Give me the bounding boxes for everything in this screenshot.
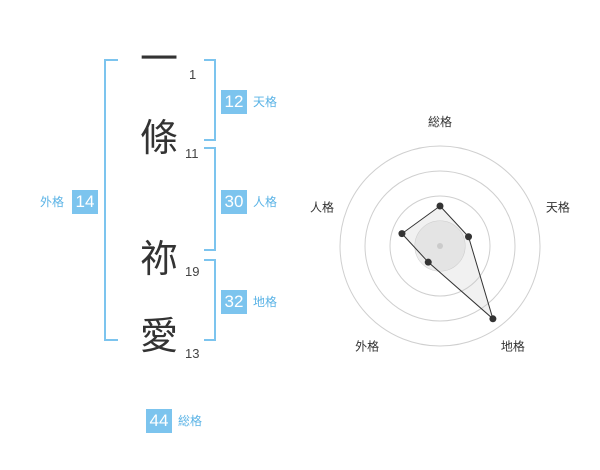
stroke-count-3: 19 <box>185 264 200 279</box>
stroke-count-2: 11 <box>185 146 199 161</box>
radar-ring-4 <box>339 145 541 347</box>
radar-center-dot <box>437 243 443 249</box>
gaikaku-value: 14 <box>72 190 98 214</box>
tenkaku-bracket <box>204 59 216 141</box>
chikaku-label: 地格 <box>253 295 278 309</box>
radar-series-polygon <box>401 205 494 321</box>
radar-axis-label-4: 外格 <box>355 338 379 353</box>
jinkaku-label: 人格 <box>253 195 278 209</box>
gaikaku-label: 外格 <box>40 195 65 209</box>
name-char-2: 條 <box>140 116 179 160</box>
soukaku-label: 総格 <box>178 414 203 428</box>
radar-axis-label-2: 天格 <box>546 200 570 215</box>
radar-point-3 <box>489 315 497 323</box>
name-char-1: 一 <box>140 37 179 81</box>
radar-axis-label-5: 人格 <box>310 200 334 215</box>
chikaku-bracket <box>204 259 216 341</box>
soukaku-value: 44 <box>146 409 172 433</box>
tenkaku-label: 天格 <box>253 95 278 109</box>
radar-axis-label-1: 総格 <box>428 114 452 129</box>
radar-ring-2 <box>389 195 491 297</box>
radar-point-5 <box>398 230 406 238</box>
radar-point-2 <box>465 233 473 241</box>
radar-point-1 <box>436 202 444 210</box>
name-char-4: 愛 <box>140 314 179 358</box>
jinkaku-bracket <box>204 147 216 251</box>
tenkaku-value: 12 <box>221 90 247 114</box>
radar-ring-3 <box>364 170 516 322</box>
radar-axis-label-3: 地格 <box>501 338 525 353</box>
chikaku-value: 32 <box>221 290 247 314</box>
radar-point-4 <box>424 258 432 266</box>
name-char-3: 祢 <box>140 237 179 281</box>
stroke-count-4: 13 <box>185 346 200 361</box>
stroke-count-1: 1 <box>189 67 197 82</box>
gaikaku-bracket <box>104 59 118 341</box>
jinkaku-value: 30 <box>221 190 247 214</box>
